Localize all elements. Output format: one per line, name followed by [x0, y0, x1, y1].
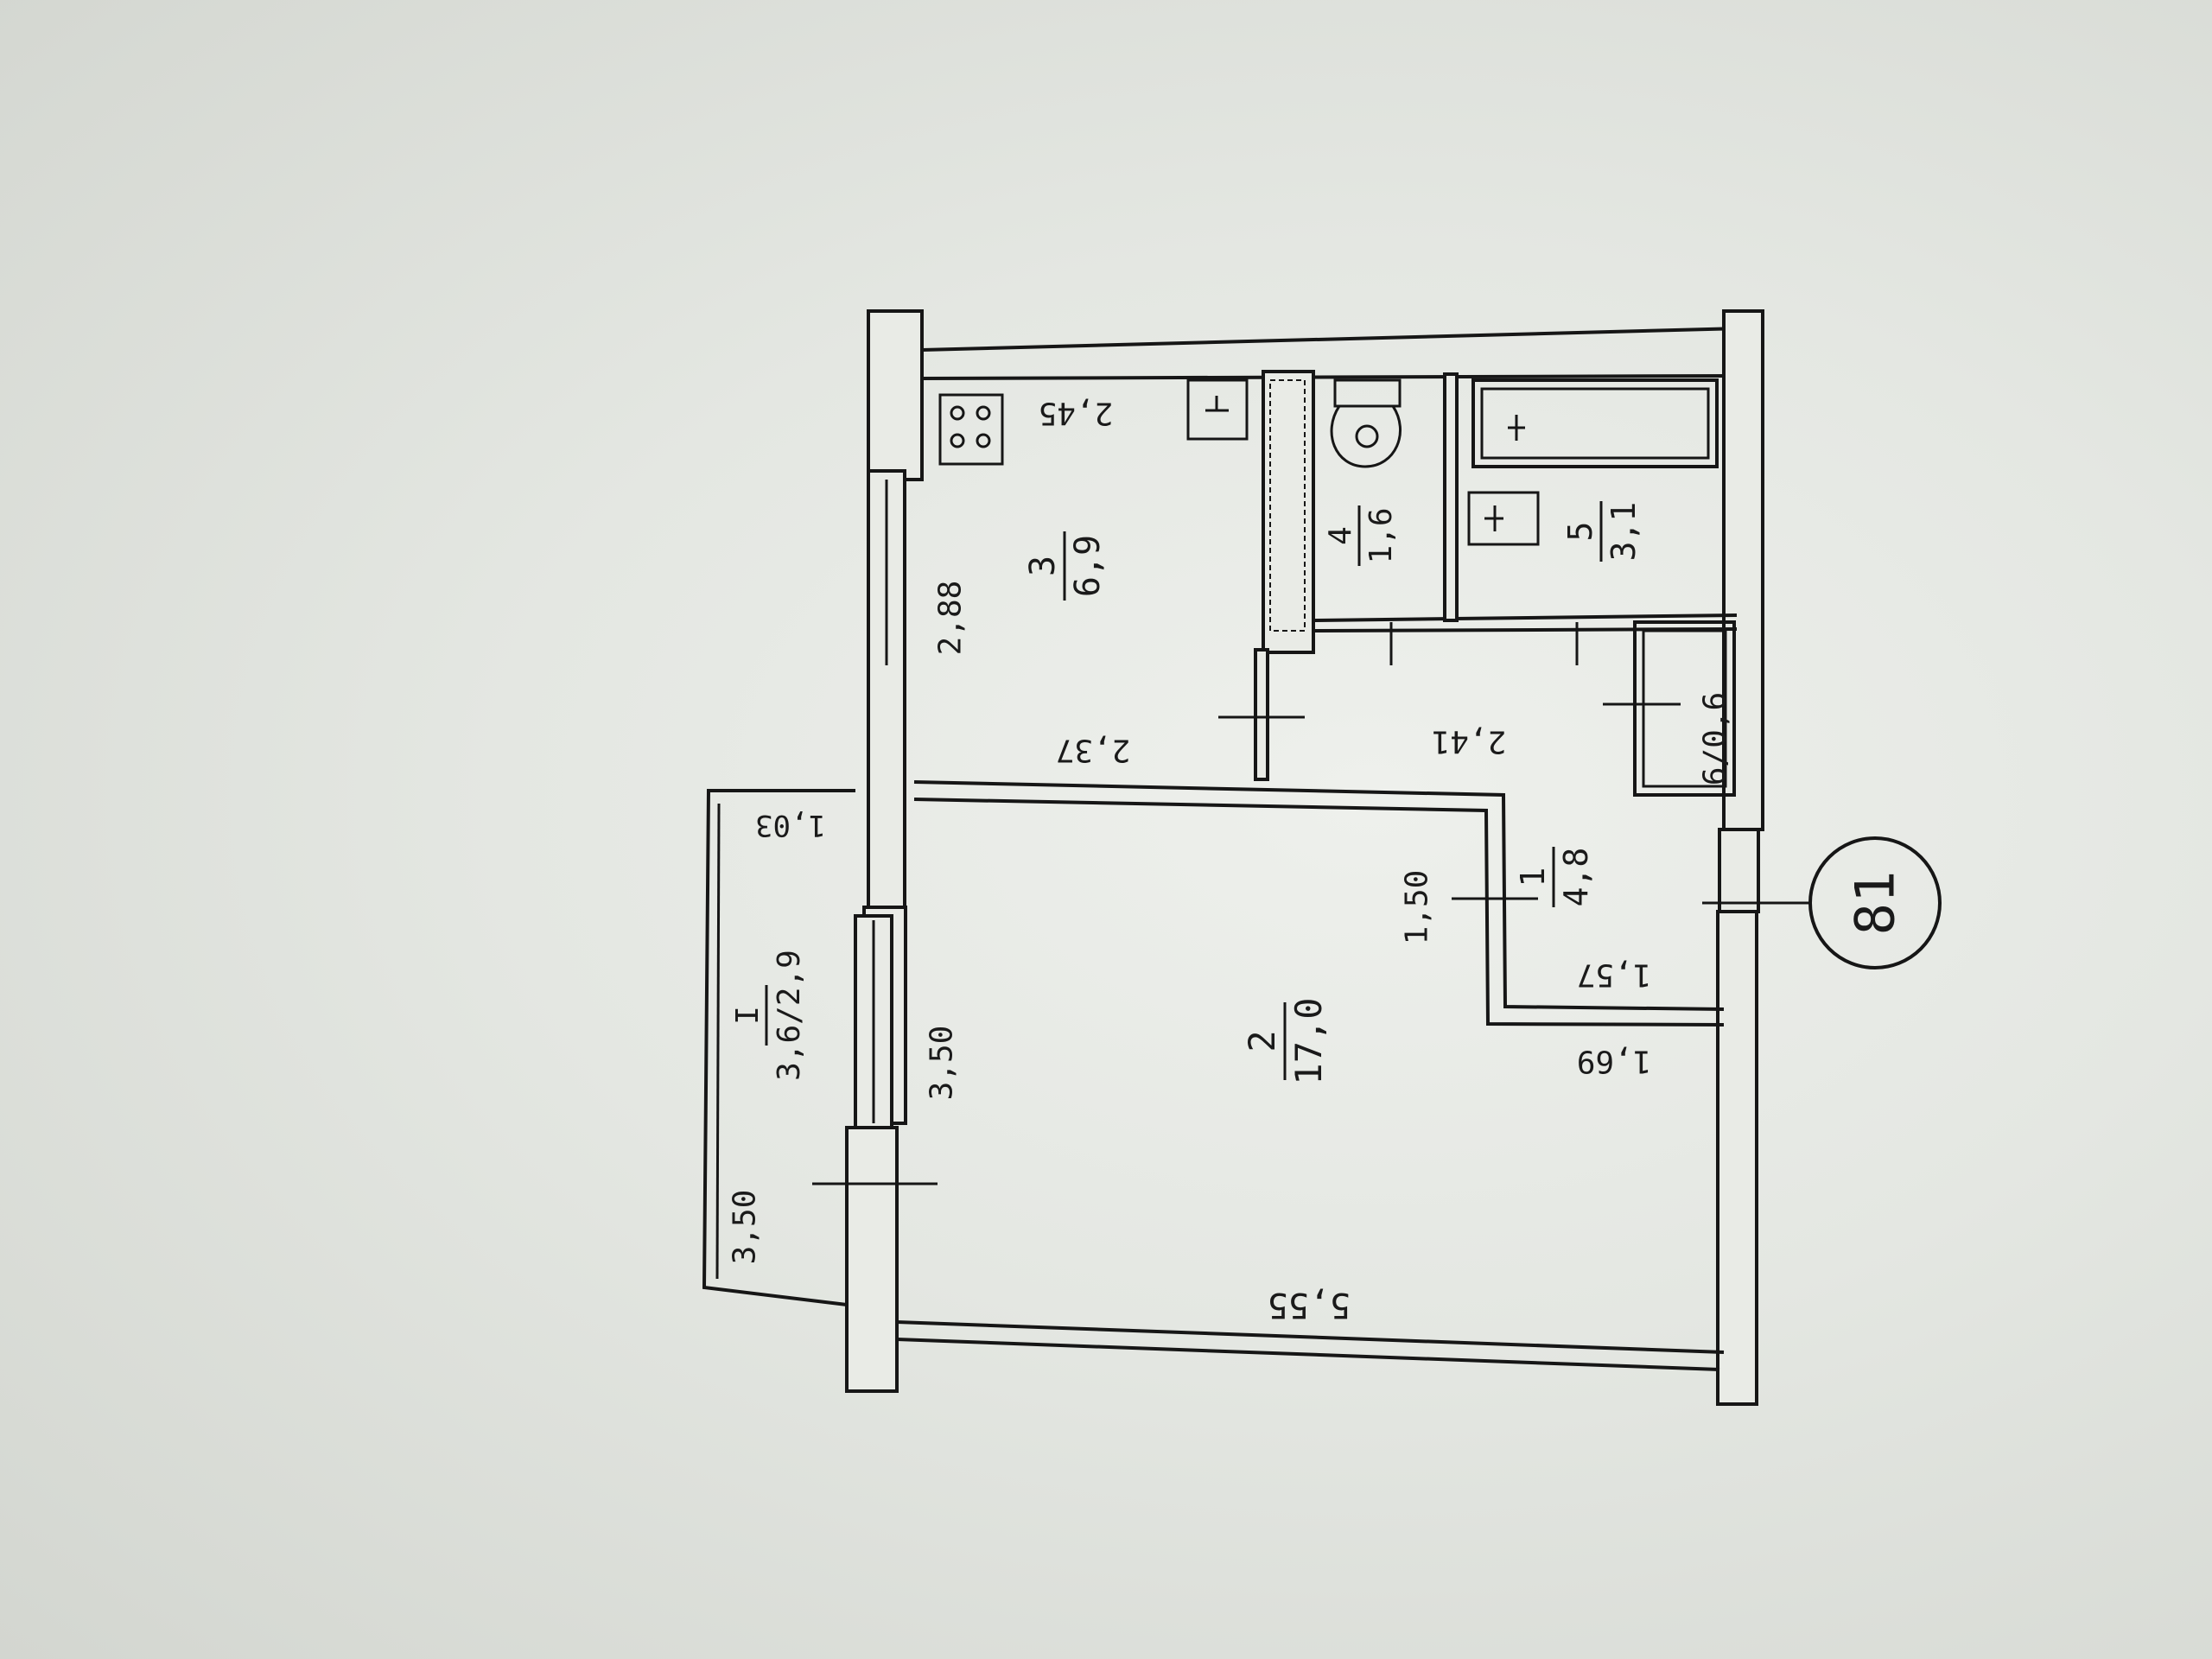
- room-number: 5: [1561, 522, 1599, 542]
- room-number: 4: [1323, 526, 1358, 545]
- stove-icon: [938, 393, 1004, 466]
- room-4-label: 4 1,6: [1323, 505, 1399, 566]
- room-area: 1,6: [1363, 507, 1399, 563]
- wall-kitchen-room-inner: [913, 798, 1725, 1027]
- room-2-label: 2 17,0: [1241, 997, 1330, 1084]
- bathtub-tap: [1508, 415, 1525, 441]
- closet-area: 6/0,6: [1698, 692, 1733, 785]
- room-3-label: 3 6,9: [1023, 531, 1108, 601]
- wall-bottom-outer: [896, 1320, 1725, 1354]
- dimension-labels: 2,45 2,88 2,37 2,41 1,50 1,57 1,69 5,55 …: [728, 396, 1652, 1325]
- bathtub-icon: [1471, 378, 1719, 468]
- dim-room-height: 3,50: [925, 1026, 960, 1101]
- interior-walls: [913, 370, 1738, 1027]
- dim-kitchen-inner: 2,37: [1056, 733, 1131, 768]
- stove-burner: [976, 405, 991, 421]
- wall-bath-bottom-inner: [1313, 627, 1738, 632]
- dim-room-depth: 1,69: [1577, 1044, 1652, 1079]
- wall-right-top: [921, 327, 1742, 352]
- room-area: 17,0: [1287, 997, 1330, 1084]
- room-number: 1: [1514, 868, 1552, 887]
- wall-bottom-inner: [896, 1338, 1720, 1371]
- closet-inner: [1642, 629, 1727, 788]
- room-1-label: 1 4,8: [1514, 847, 1595, 907]
- balcony-rail: [715, 803, 721, 1280]
- stove-burner: [950, 405, 965, 421]
- dim-hall-width: 2,41: [1432, 724, 1507, 760]
- dim-room-width: 5,55: [1268, 1285, 1351, 1325]
- room-labels: 3 6,9 4 1,6 5 3,1 1 4,8 2 17,0 I 3,6/2,9: [730, 501, 1733, 1085]
- door-marks: [812, 622, 1810, 1185]
- balcony-outline: [702, 789, 855, 1306]
- room-number: 2: [1241, 1030, 1283, 1052]
- balcony: [702, 789, 855, 1306]
- toilet-icon: [1330, 405, 1402, 468]
- dim-corridor-len: 1,50: [1400, 870, 1435, 945]
- dim-balcony-depth: 1,03: [755, 808, 826, 842]
- balcony-door-wall: [845, 1126, 899, 1393]
- room-area: 3,1: [1605, 502, 1643, 562]
- outer-walls: [845, 309, 1764, 1406]
- wall-far-right-bottom: [1716, 910, 1758, 1406]
- wall-kitchen-room: [913, 780, 1725, 1011]
- closet-outline: [1633, 620, 1736, 797]
- fixtures: [938, 378, 1719, 546]
- room-area: 3,6/2,9: [772, 950, 807, 1081]
- sink-tap: [1205, 396, 1229, 412]
- apartment-number: 81: [1844, 871, 1907, 936]
- balcony-label: I 3,6/2,9: [730, 950, 807, 1081]
- wall-hall-kitchen: [1254, 648, 1269, 781]
- bath-sink-tap: [1484, 505, 1503, 531]
- kitchen-sink-icon: [1186, 378, 1249, 441]
- vent-grille: [1269, 379, 1306, 632]
- wall-door-entry: [1718, 828, 1760, 913]
- wall-wc-bath: [1443, 372, 1459, 622]
- dim-kitchen-window-wall: 2,88: [933, 581, 969, 656]
- room-number: 3: [1023, 556, 1063, 576]
- dim-balcony-height: 3,50: [728, 1190, 763, 1265]
- stove-burner: [950, 433, 965, 448]
- toilet-tank: [1333, 378, 1402, 408]
- room-area: 6,9: [1068, 535, 1108, 597]
- apartment-marker: 81: [1758, 836, 1942, 969]
- dim-corridor-short: 1,57: [1577, 957, 1652, 993]
- wall-right-top-inner: [921, 374, 1729, 380]
- bath-sink-icon: [1467, 491, 1540, 546]
- dim-kitchen-width: 2,45: [1039, 396, 1114, 431]
- wall-top-left: [867, 309, 924, 481]
- wall-far-right-top: [1722, 309, 1764, 831]
- toilet-bowl: [1355, 424, 1379, 448]
- stove-burner: [976, 433, 991, 448]
- apartment-number-circle: [1808, 836, 1942, 969]
- wall-bath-bottom: [1313, 613, 1738, 622]
- room-area: 4,8: [1557, 848, 1595, 907]
- room-number: I: [730, 1006, 766, 1025]
- bathtub-inner: [1480, 387, 1710, 460]
- room-5-label: 5 3,1: [1561, 501, 1643, 562]
